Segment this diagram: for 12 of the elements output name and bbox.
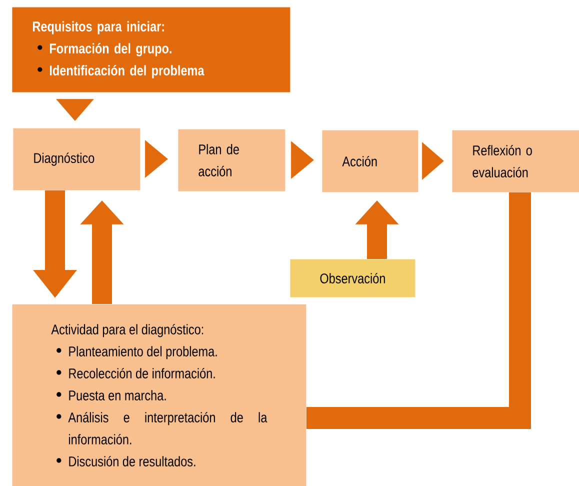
process-box: Plan de acción	[178, 129, 286, 192]
requirements-box: Requisitos para iniciar: Formación del grupo. Identificación del problema	[12, 7, 290, 92]
arrow-head	[422, 142, 444, 180]
arrow-head	[56, 98, 94, 121]
arrow-head	[144, 140, 168, 178]
process-box: Observación	[290, 259, 416, 298]
connector-bar	[306, 192, 531, 429]
arrow-head	[290, 141, 314, 179]
process-box: Diagnóstico	[13, 128, 140, 190]
process-box: Reflexión o evaluación	[452, 130, 579, 192]
process-box: Acción	[322, 130, 418, 192]
activity-box: Actividad para el diagnóstico: Planteamiento del problema. Recolección de información. Puesta en marcha. Análisis e interpretación de la información. Discusión de resultados.	[12, 304, 306, 486]
